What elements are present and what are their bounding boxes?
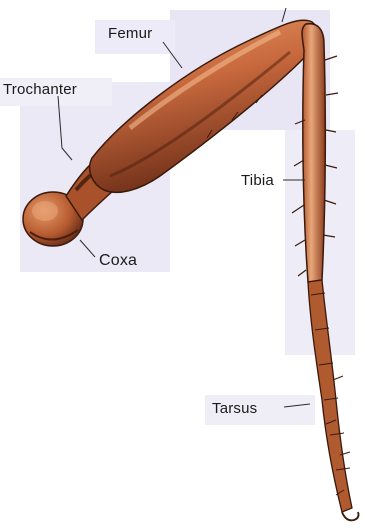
tarsus-segment	[308, 280, 359, 520]
femur-segment	[90, 20, 318, 192]
tarsus-leader-line	[284, 404, 310, 407]
tarsus-label: Tarsus	[212, 400, 257, 417]
femur-leader-line	[163, 42, 182, 68]
femur-label: Femur	[108, 25, 152, 42]
trochanter-label: Trochanter	[3, 81, 77, 98]
top-marker-line	[282, 8, 286, 22]
trochanter-leader-line	[58, 96, 72, 160]
coxa-leader-line	[80, 240, 95, 257]
coxa-label: Coxa	[99, 252, 137, 270]
tibia-label: Tibia	[241, 172, 274, 189]
